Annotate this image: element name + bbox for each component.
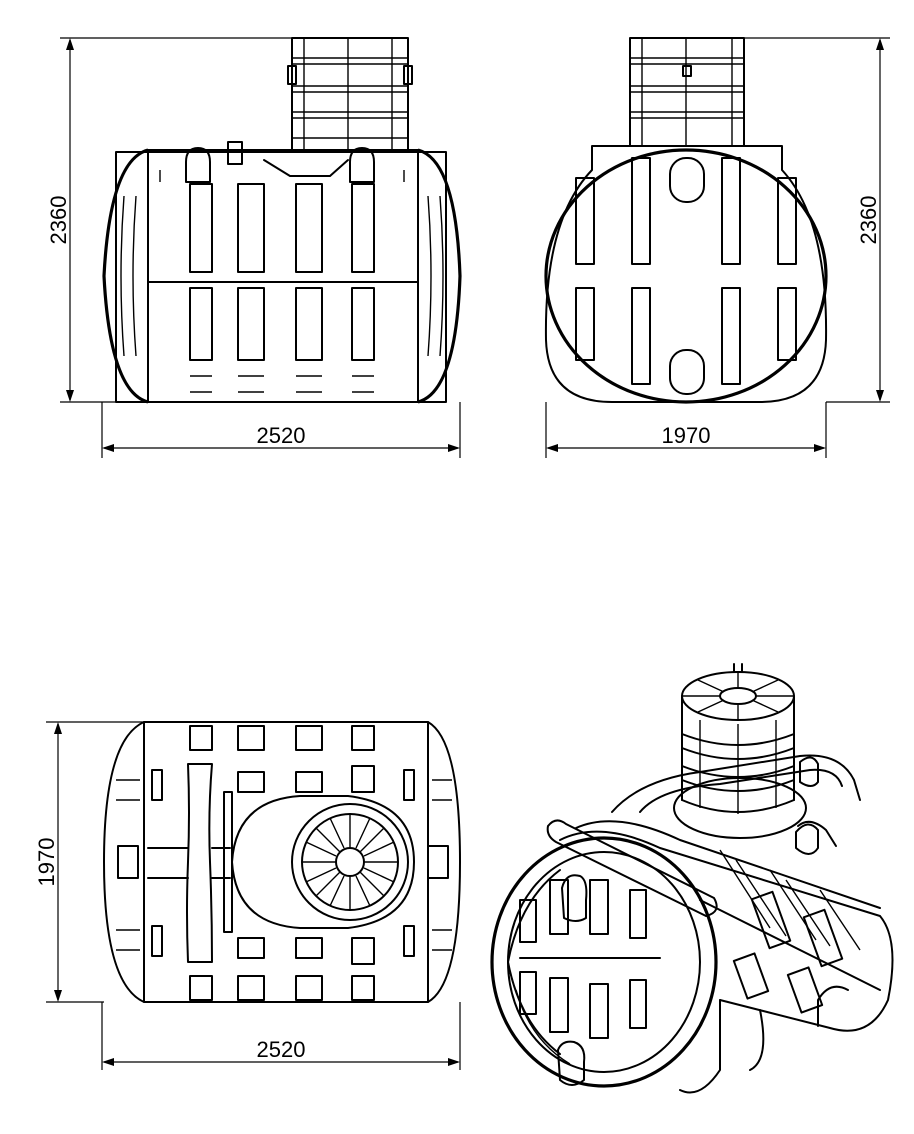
top-outline — [103, 721, 461, 1003]
front-riser — [287, 37, 413, 151]
front-view — [102, 37, 462, 404]
side-width-label: 1970 — [662, 423, 711, 448]
front-tank-body — [102, 141, 462, 404]
top-view — [103, 721, 461, 1003]
front-dimensions: 2360 2520 — [46, 37, 461, 458]
iso-tank-body — [546, 819, 894, 1094]
side-riser — [629, 37, 745, 147]
front-length-label: 2520 — [257, 423, 306, 448]
top-dimensions: 1970 2520 — [34, 721, 461, 1070]
front-height-label: 2360 — [46, 196, 71, 245]
side-dimensions: 2360 1970 — [545, 37, 890, 458]
side-ribs — [575, 157, 797, 395]
iso-end-cap — [490, 836, 718, 1088]
side-height-label: 2360 — [856, 196, 881, 245]
top-width-label: 1970 — [34, 838, 59, 887]
side-outline — [544, 145, 828, 403]
side-view — [544, 37, 828, 404]
side-tank-circle — [544, 148, 828, 404]
isometric-view — [490, 663, 894, 1094]
iso-top-deck — [611, 754, 861, 855]
top-ribs — [116, 725, 452, 1001]
front-outline-box — [115, 151, 447, 403]
top-inlet-pipe — [147, 763, 233, 963]
top-manhole — [231, 795, 415, 929]
iso-riser — [681, 663, 795, 814]
top-length-label: 2520 — [257, 1037, 306, 1062]
